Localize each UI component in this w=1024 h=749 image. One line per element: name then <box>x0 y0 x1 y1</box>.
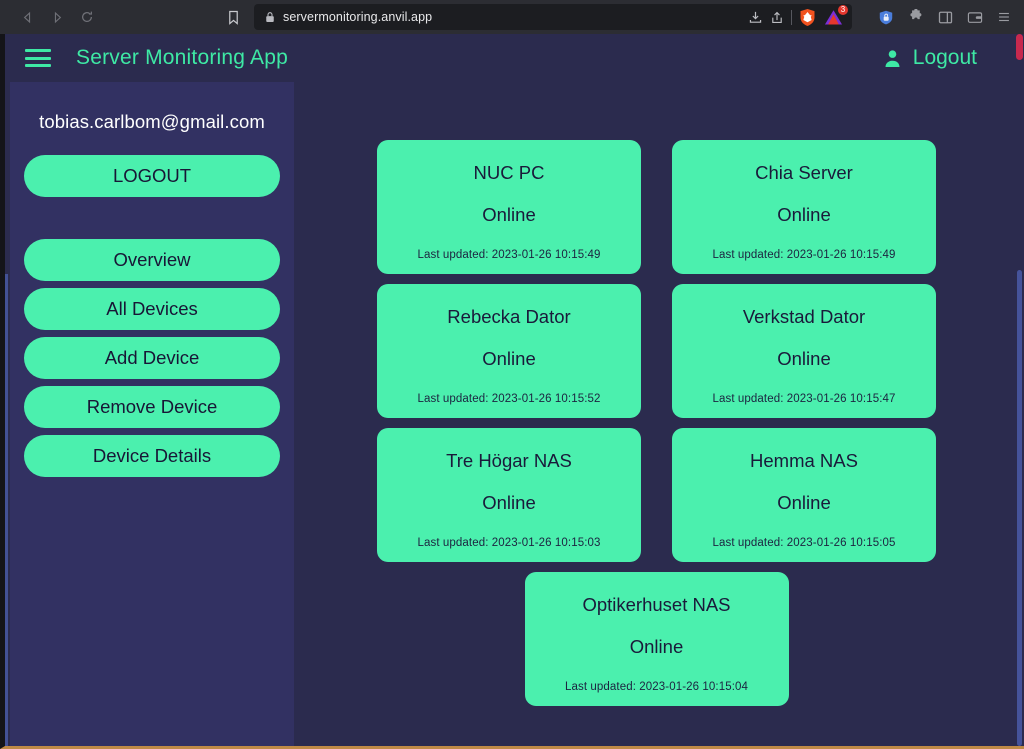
sidebar-item-overview[interactable]: Overview <box>24 239 280 281</box>
hamburger-menu-icon[interactable] <box>997 10 1011 24</box>
device-card[interactable]: Tre Högar NAS Online Last updated: 2023-… <box>377 428 641 562</box>
sidebar-logout-button[interactable]: LOGOUT <box>24 155 280 197</box>
navigation-buttons <box>14 4 100 30</box>
scrollbar-thumb[interactable] <box>1016 34 1023 60</box>
sidebar: tobias.carlbom@gmail.com LOGOUT Overview… <box>10 82 294 746</box>
device-updated: Last updated: 2023-01-26 10:15:49 <box>712 249 896 261</box>
sidebar-panel-icon[interactable] <box>938 10 953 25</box>
toolbar-divider <box>791 9 792 25</box>
sidebar-item-add-device[interactable]: Add Device <box>24 337 280 379</box>
page-title: Server Monitoring App <box>76 46 288 69</box>
device-card[interactable]: Chia Server Online Last updated: 2023-01… <box>672 140 936 274</box>
scrollbar-track[interactable] <box>1017 270 1022 746</box>
device-name: Chia Server <box>755 162 853 183</box>
person-icon <box>884 49 901 68</box>
download-icon[interactable] <box>748 10 763 25</box>
device-updated: Last updated: 2023-01-26 10:15:52 <box>417 393 601 405</box>
device-card-grid: NUC PC Online Last updated: 2023-01-26 1… <box>377 140 937 706</box>
hamburger-menu-icon[interactable] <box>25 47 51 69</box>
status-badge: Online <box>629 635 684 657</box>
device-updated: Last updated: 2023-01-26 10:15:47 <box>712 393 896 405</box>
device-updated: Last updated: 2023-01-26 10:15:49 <box>417 249 601 261</box>
sidebar-item-remove-device[interactable]: Remove Device <box>24 386 280 428</box>
device-name: Tre Högar NAS <box>446 450 572 471</box>
forward-arrow-icon[interactable] <box>44 4 70 30</box>
sidebar-item-all-devices[interactable]: All Devices <box>24 288 280 330</box>
page-left-edge <box>5 274 8 746</box>
device-updated: Last updated: 2023-01-26 10:15:04 <box>565 681 748 693</box>
hamburger-bar <box>25 56 51 60</box>
browser-extension-icons <box>878 9 1011 26</box>
device-name: Optikerhuset NAS <box>582 594 731 615</box>
share-icon[interactable] <box>770 10 784 25</box>
device-card[interactable]: Rebecka Dator Online Last updated: 2023-… <box>377 284 641 418</box>
browser-toolbar: servermonitoring.anvil.app <box>0 0 1024 34</box>
hamburger-bar <box>25 49 51 52</box>
device-card[interactable]: Optikerhuset NAS Online Last updated: 20… <box>524 572 789 706</box>
device-name: Hemma NAS <box>750 450 858 471</box>
sidebar-user-email: tobias.carlbom@gmail.com <box>39 111 265 132</box>
vertical-scrollbar[interactable] <box>1015 34 1024 746</box>
device-name: NUC PC <box>473 162 545 183</box>
url-bar-actions: 3 <box>748 4 848 27</box>
status-badge: Online <box>482 347 536 369</box>
device-card[interactable]: Hemma NAS Online Last updated: 2023-01-2… <box>672 428 936 562</box>
sidebar-item-device-details[interactable]: Device Details <box>24 435 280 477</box>
hamburger-bar <box>25 64 51 67</box>
puzzle-piece-icon[interactable] <box>908 9 924 25</box>
url-text: servermonitoring.anvil.app <box>283 10 433 24</box>
bookmark-icon[interactable] <box>220 4 246 30</box>
device-card[interactable]: Verkstad Dator Online Last updated: 2023… <box>672 284 936 418</box>
logout-top-button[interactable]: Logout <box>884 46 1010 70</box>
device-name: Verkstad Dator <box>742 306 866 327</box>
wallet-icon[interactable] <box>967 10 983 25</box>
device-card[interactable]: NUC PC Online Last updated: 2023-01-26 1… <box>377 140 641 274</box>
status-badge: Online <box>777 491 831 513</box>
page-viewport: Server Monitoring App Logout tobias.carl… <box>0 34 1024 749</box>
status-badge: Online <box>777 203 831 225</box>
sidebar-nav: Overview All Devices Add Device Remove D… <box>10 239 294 477</box>
back-arrow-icon[interactable] <box>14 4 40 30</box>
device-updated: Last updated: 2023-01-26 10:15:05 <box>712 537 896 549</box>
url-bar[interactable]: servermonitoring.anvil.app <box>254 4 852 30</box>
main-content: NUC PC Online Last updated: 2023-01-26 1… <box>294 82 1019 746</box>
brave-shield-icon[interactable] <box>799 8 816 27</box>
vpn-shield-lock-icon[interactable] <box>878 9 894 26</box>
status-badge: Online <box>482 491 536 513</box>
status-badge: Online <box>777 347 831 369</box>
app-header: Server Monitoring App Logout <box>5 34 1010 82</box>
app-root: Server Monitoring App Logout tobias.carl… <box>5 34 1024 746</box>
device-updated: Last updated: 2023-01-26 10:15:03 <box>417 537 601 549</box>
lock-icon <box>260 11 280 23</box>
logout-top-label: Logout <box>912 46 977 69</box>
notification-badge: 3 <box>838 4 848 15</box>
reload-icon[interactable] <box>74 4 100 30</box>
device-name: Rebecka Dator <box>447 306 571 327</box>
triangle-alert-icon[interactable]: 3 <box>823 4 848 27</box>
status-badge: Online <box>482 203 536 225</box>
